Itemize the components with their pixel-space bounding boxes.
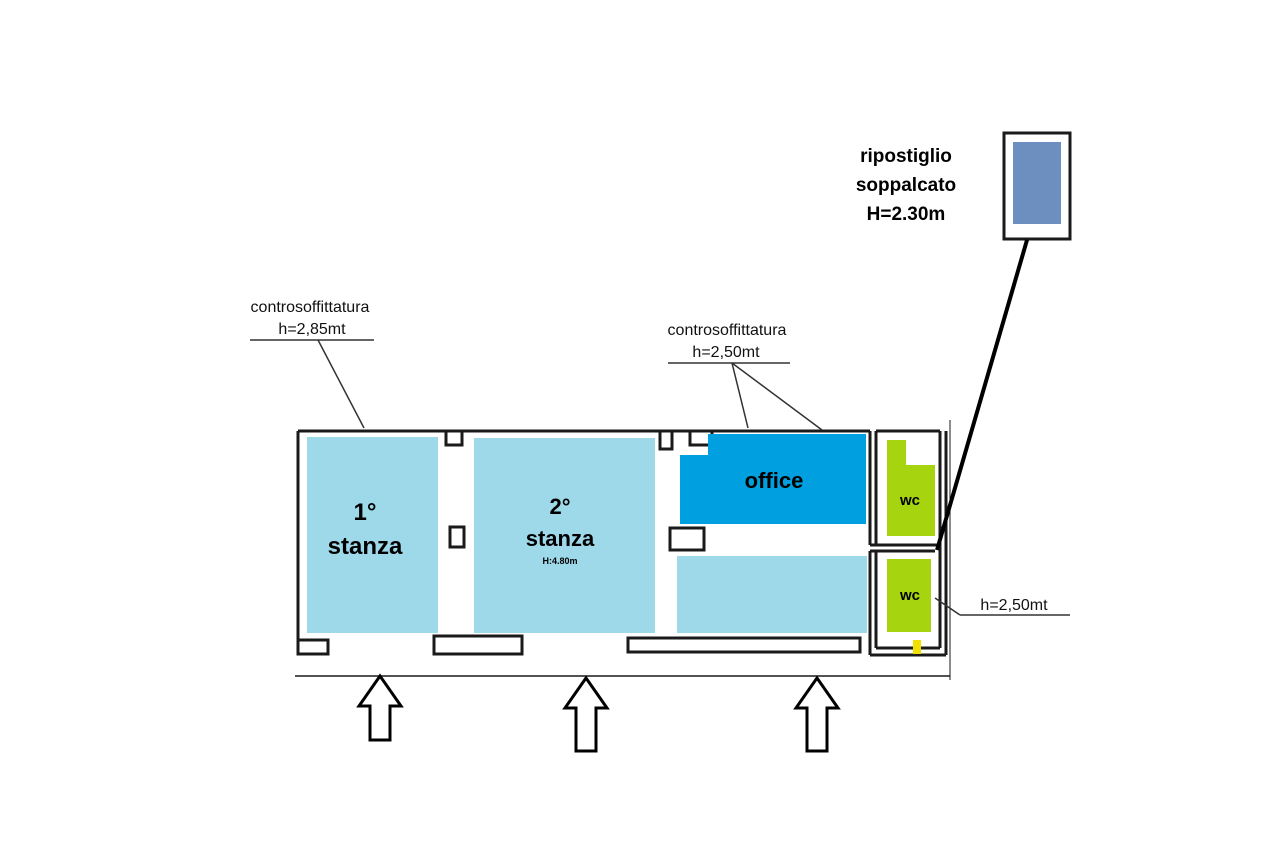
wc-upper-area [887, 440, 935, 536]
entrance-arrow-3 [793, 675, 841, 753]
storage-line-1: ripostiglio [860, 146, 952, 167]
corridor-area [677, 556, 867, 633]
storage-line-3: H=2.30m [867, 204, 946, 225]
left-ceiling-title: controsoffittatura [251, 299, 370, 316]
wc-vent [913, 640, 921, 654]
office-area [680, 434, 866, 524]
entrance-arrow-1 [356, 673, 404, 742]
left-ceiling-height: h=2,85mt [278, 321, 346, 338]
wc-ceiling-height: h=2,50mt [980, 597, 1048, 614]
right-ceiling-height: h=2,50mt [692, 344, 760, 361]
room-1-area [307, 437, 438, 633]
storage-line-2: soppalcato [856, 175, 956, 196]
wc-upper-label: wc [899, 492, 920, 509]
storage-box [1002, 131, 1072, 241]
wc-lower-area [887, 559, 931, 632]
left-ceiling-annotation: controsoffittatura h=2,85mt [250, 299, 374, 429]
right-ceiling-annotation: controsoffittatura h=2,50mt [668, 322, 823, 431]
room-2-name: stanza [526, 526, 595, 551]
wc-lower-label: wc [899, 587, 920, 604]
walls [295, 420, 951, 680]
storage-leader-line [935, 239, 1029, 551]
wc-ceiling-annotation: h=2,50mt [934, 597, 1070, 616]
right-ceiling-title: controsoffittatura [668, 322, 787, 339]
office-label: office [745, 468, 804, 493]
entrance-arrow-2 [562, 675, 610, 753]
room-2-height: H:4.80m [542, 556, 577, 566]
room-1-name: stanza [328, 533, 403, 560]
room-2-area [474, 438, 655, 633]
room-2-number: 2° [549, 494, 570, 519]
room-1-number: 1° [354, 499, 377, 526]
